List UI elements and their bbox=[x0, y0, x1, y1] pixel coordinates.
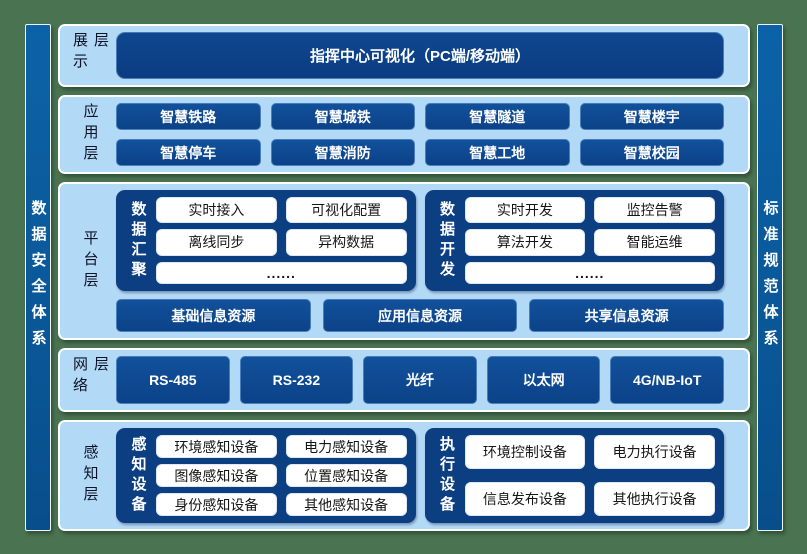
layer-display-body: 指挥中心可视化（PC端/移动端） bbox=[116, 32, 724, 79]
group-data-aggregation-items: 实时接入 可视化配置 离线同步 异构数据 ...... bbox=[156, 197, 407, 284]
node-ethernet: 以太网 bbox=[486, 356, 601, 404]
node-smart-campus: 智慧校园 bbox=[579, 139, 724, 166]
group-actuator-devices-label: 执行设备 bbox=[438, 435, 455, 516]
node-aggregation-ellipsis: ...... bbox=[156, 261, 407, 284]
layer-label-application: 应用层 bbox=[81, 103, 99, 166]
node-basic-info-resource: 基础信息资源 bbox=[116, 299, 311, 332]
node-optical-fiber: 光纤 bbox=[363, 356, 477, 404]
node-info-publish-device: 信息发布设备 bbox=[464, 482, 586, 516]
node-identity-sensing-device: 身份感知设备 bbox=[156, 493, 277, 516]
group-sensing-devices-items: 环境感知设备 电力感知设备 图像感知设备 位置感知设备 身份感知设备 其他感知设… bbox=[156, 435, 407, 516]
node-command-center-visualization: 指挥中心可视化（PC端/移动端） bbox=[116, 32, 724, 79]
node-smart-metro: 智慧城铁 bbox=[270, 103, 415, 130]
layer-platform-body: 数据汇聚 实时接入 可视化配置 离线同步 异构数据 ...... 数据开发 实时… bbox=[116, 190, 724, 332]
group-data-aggregation-label: 数据汇聚 bbox=[129, 200, 147, 281]
layer-label-display: 展示层 bbox=[71, 32, 109, 74]
node-smart-railway: 智慧铁路 bbox=[116, 103, 261, 130]
group-data-development-items: 实时开发 监控告警 算法开发 智能运维 ...... bbox=[464, 197, 715, 284]
node-monitoring-alert: 监控告警 bbox=[594, 197, 715, 224]
layer-perception-body: 感知设备 环境感知设备 电力感知设备 图像感知设备 位置感知设备 身份感知设备 … bbox=[116, 428, 724, 523]
layer-label-network: 网络层 bbox=[71, 356, 109, 398]
layer-perception: 感知层 感知设备 环境感知设备 电力感知设备 图像感知设备 位置感知设备 身份感… bbox=[58, 420, 750, 531]
layer-network: 网络层 RS-485 RS-232 光纤 以太网 4G/NB-IoT bbox=[58, 348, 750, 412]
node-power-sensing-device: 电力感知设备 bbox=[285, 435, 407, 458]
node-rs-232: RS-232 bbox=[239, 356, 354, 404]
data-security-system-label: 数据安全体系 bbox=[29, 199, 47, 356]
group-actuator-devices-items: 环境控制设备 电力执行设备 信息发布设备 其他执行设备 bbox=[464, 435, 715, 516]
node-heterogeneous-data: 异构数据 bbox=[285, 229, 407, 256]
node-env-sensing-device: 环境感知设备 bbox=[156, 435, 277, 458]
node-4g-nb-iot: 4G/NB-IoT bbox=[610, 356, 724, 404]
node-other-sensing-device: 其他感知设备 bbox=[285, 493, 407, 516]
group-data-development-label: 数据开发 bbox=[438, 200, 455, 281]
node-smart-construction: 智慧工地 bbox=[425, 139, 570, 166]
node-smart-firefighting: 智慧消防 bbox=[270, 139, 415, 166]
node-algorithm-dev: 算法开发 bbox=[464, 229, 586, 256]
node-smart-tunnel: 智慧隧道 bbox=[425, 103, 570, 130]
node-shared-info-resource: 共享信息资源 bbox=[529, 299, 724, 332]
node-visual-config: 可视化配置 bbox=[285, 197, 407, 224]
node-power-actuator-device: 电力执行设备 bbox=[594, 435, 715, 469]
node-smart-building: 智慧楼宇 bbox=[579, 103, 724, 130]
standard-specification-system-bar: 标准规范体系 bbox=[757, 24, 783, 531]
data-security-system-bar: 数据安全体系 bbox=[25, 24, 51, 531]
layer-label-perception: 感知层 bbox=[81, 444, 99, 507]
node-realtime-access: 实时接入 bbox=[156, 197, 277, 224]
platform-groups: 数据汇聚 实时接入 可视化配置 离线同步 异构数据 ...... 数据开发 实时… bbox=[116, 190, 724, 291]
node-other-actuator-device: 其他执行设备 bbox=[594, 482, 715, 516]
group-data-aggregation: 数据汇聚 实时接入 可视化配置 离线同步 异构数据 ...... bbox=[116, 190, 416, 291]
node-development-ellipsis: ...... bbox=[464, 261, 715, 284]
group-sensing-devices-label: 感知设备 bbox=[129, 435, 147, 516]
node-app-info-resource: 应用信息资源 bbox=[322, 299, 518, 332]
group-actuator-devices: 执行设备 环境控制设备 电力执行设备 信息发布设备 其他执行设备 bbox=[424, 428, 724, 523]
layers-column: 展示层 指挥中心可视化（PC端/移动端） 应用层 智慧铁路 智慧城铁 智慧隧道 … bbox=[58, 24, 750, 531]
group-sensing-devices: 感知设备 环境感知设备 电力感知设备 图像感知设备 位置感知设备 身份感知设备 … bbox=[116, 428, 416, 523]
layer-label-platform: 平台层 bbox=[81, 229, 99, 293]
standard-specification-system-label: 标准规范体系 bbox=[761, 199, 779, 356]
node-location-sensing-device: 位置感知设备 bbox=[285, 464, 407, 487]
node-image-sensing-device: 图像感知设备 bbox=[156, 464, 277, 487]
group-data-development: 数据开发 实时开发 监控告警 算法开发 智能运维 ...... bbox=[424, 190, 724, 291]
layer-network-body: RS-485 RS-232 光纤 以太网 4G/NB-IoT bbox=[116, 356, 724, 404]
node-offline-sync: 离线同步 bbox=[156, 229, 277, 256]
node-smart-parking: 智慧停车 bbox=[116, 139, 261, 166]
node-intelligent-ops: 智能运维 bbox=[594, 229, 715, 256]
node-rs-485: RS-485 bbox=[116, 356, 230, 404]
layer-application-body: 智慧铁路 智慧城铁 智慧隧道 智慧楼宇 智慧停车 智慧消防 智慧工地 智慧校园 bbox=[116, 103, 724, 166]
layer-application: 应用层 智慧铁路 智慧城铁 智慧隧道 智慧楼宇 智慧停车 智慧消防 智慧工地 智… bbox=[58, 95, 750, 174]
node-realtime-dev: 实时开发 bbox=[464, 197, 586, 224]
node-env-control-device: 环境控制设备 bbox=[464, 435, 586, 469]
layer-display: 展示层 指挥中心可视化（PC端/移动端） bbox=[58, 24, 750, 87]
platform-resources: 基础信息资源 应用信息资源 共享信息资源 bbox=[116, 299, 724, 332]
layer-platform: 平台层 数据汇聚 实时接入 可视化配置 离线同步 异构数据 ...... bbox=[58, 182, 750, 340]
